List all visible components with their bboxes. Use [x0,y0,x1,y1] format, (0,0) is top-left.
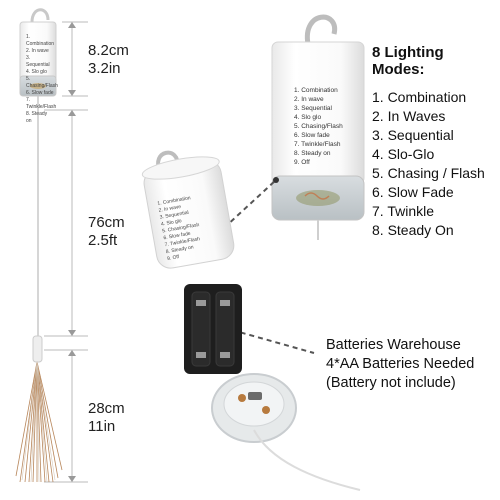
battery-line-1: Batteries Warehouse [326,337,461,353]
firework-tassel [15,335,63,483]
battery-info: Batteries Warehouse 4*AA Batteries Neede… [326,336,474,393]
hook-icon [30,8,50,23]
small-device-mode-item: 7. Twinkle/Flash [26,97,57,110]
large-device-mode-item: 7. Twinkle/Flash [294,141,341,148]
large-device-mode-item: 1. Combination [294,87,338,94]
battery-line-2: 4*AA Batteries Needed [326,356,475,372]
lighting-mode-item: 2. In Waves [372,108,446,124]
dimension-cm: 76cm [88,214,125,231]
hook-icon [304,14,338,45]
large-device-mode-item: 9. Off [294,159,310,166]
tassel-cap [32,335,43,363]
large-device-mode-item: 3. Sequential [294,105,332,112]
battery-box [184,284,242,374]
large-device-mode-label: 1. Combination 2. In wave 3. Sequential … [294,86,358,167]
large-device-mode-item: 5. Chasing/Flash [294,123,343,130]
dimension-label-top: 8.2cm 3.2in [88,42,129,78]
large-device-mode-item: 8. Steady on [294,150,331,157]
battery-line-3: (Battery not include) [326,375,456,391]
medium-light-device [141,150,235,269]
lighting-mode-item: 3. Sequential [372,127,454,143]
small-device-mode-item: 4. Slo glo [26,69,47,75]
small-device-mode-item: 3. Sequential [26,55,50,68]
large-device-mode-item: 4. Slo glo [294,114,322,121]
dimension-cm: 8.2cm [88,42,129,59]
dimension-label-bottom: 28cm 11in [88,400,125,436]
leader-dot [273,177,279,183]
dimension-label-middle: 76cm 2.5ft [88,214,125,250]
large-light-device [271,14,365,240]
dimension-in: 3.2in [88,60,121,77]
small-device-mode-item: 5. Chasing/Flash [26,76,58,89]
dimension-in: 11in [88,418,116,435]
lighting-modes-panel: 8 Lighting Modes: 1. Combination 2. In W… [372,44,498,240]
lighting-mode-item: 7. Twinkle [372,203,434,219]
medium-device-mode-label: 1. Combination 2. In wave 3. Sequential … [157,192,219,263]
clear-cap [211,373,361,491]
large-device-mode-item: 2. In wave [294,96,324,103]
lighting-mode-item: 8. Steady On [372,222,454,238]
dimension-cm: 28cm [88,400,125,417]
lighting-mode-item: 6. Slow Fade [372,184,454,200]
leader-lines [223,179,315,354]
small-light-device [19,8,57,340]
lighting-mode-item: 5. Chasing / Flash [372,165,485,181]
small-device-mode-item: 8. Steady on [26,111,48,124]
dimension-lines [44,21,88,483]
small-device-mode-item: 1. Combination [26,34,55,47]
dimension-in: 2.5ft [88,232,118,249]
small-device-mode-item: 6. Slow fade [26,90,54,96]
large-device-mode-item: 6. Slow fade [294,132,330,139]
lighting-modes-title: 8 Lighting Modes: [372,44,444,78]
lighting-mode-item: 4. Slo-Glo [372,146,435,162]
lighting-mode-item: 1. Combination [372,89,467,105]
dimension-arrows [68,22,76,482]
small-device-mode-label: 1. Combination 2. In wave 3. Sequential … [26,34,58,125]
small-device-mode-item: 2. In wave [26,48,49,54]
